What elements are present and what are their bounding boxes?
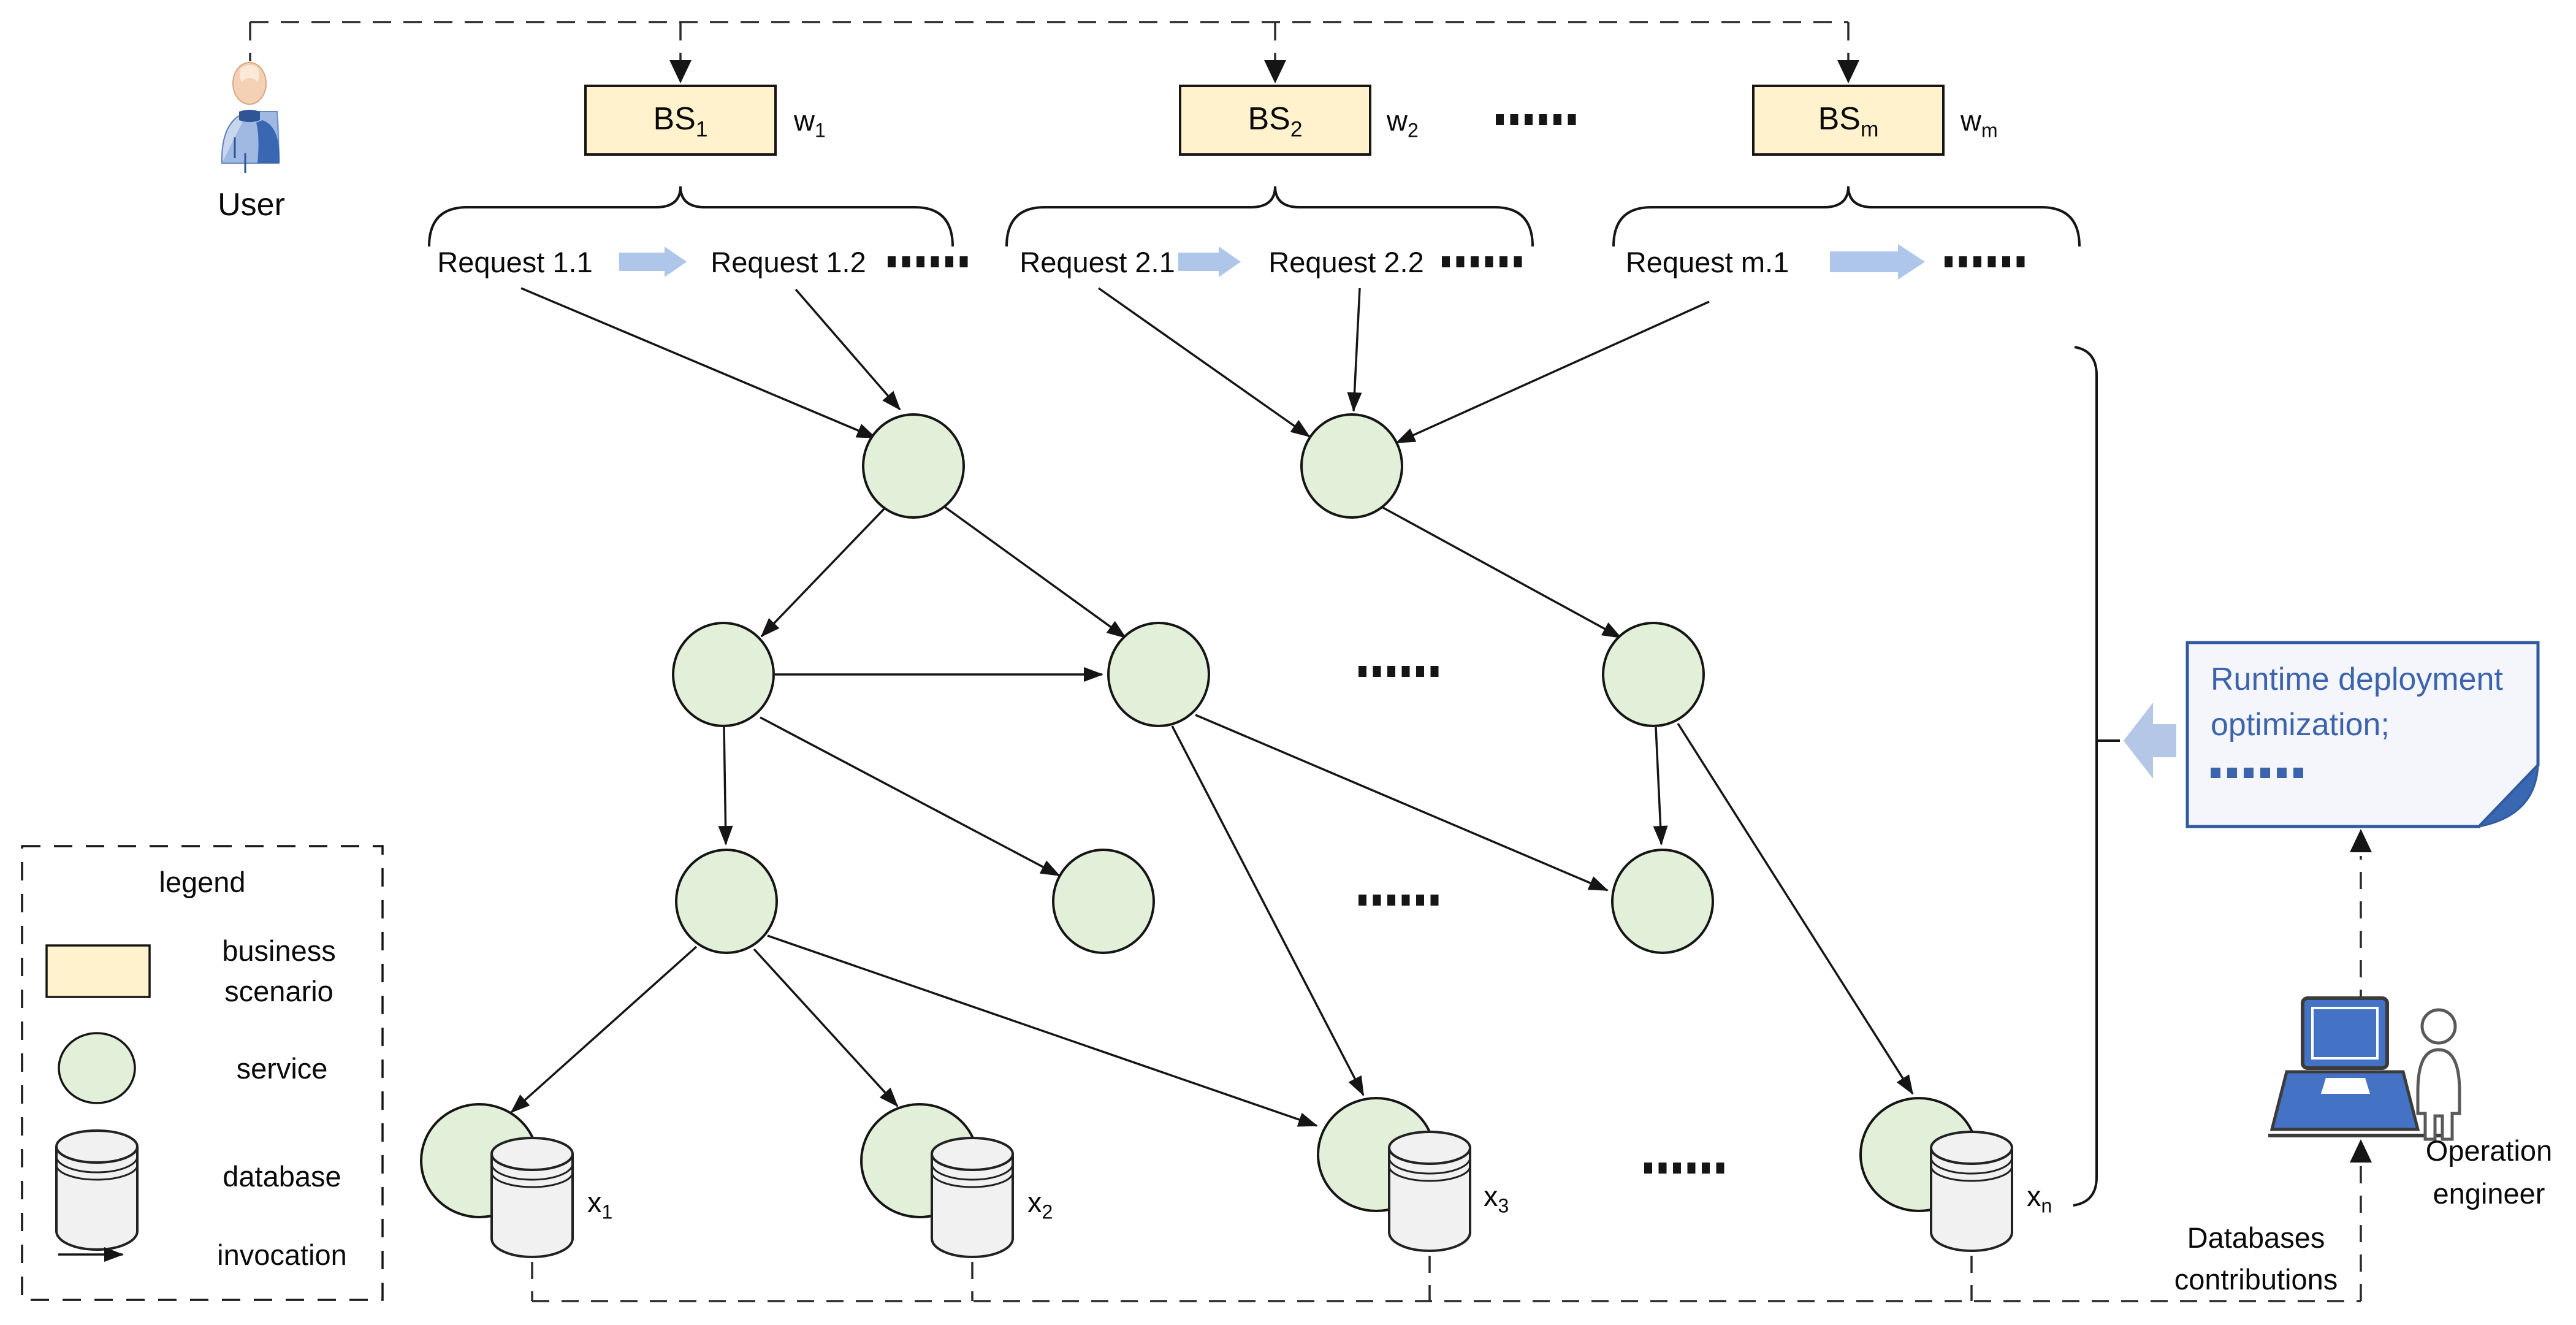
note-line2: optimization; [2211,707,2390,743]
bs1-label: BS1 [653,101,708,142]
ellipsis-dots [1496,114,1576,125]
request-2-2-label: Request 2.2 [1268,246,1424,278]
database-cylinders [490,1131,2013,1258]
runtime-note [2185,641,2540,828]
request-1-2-label: Request 1.2 [711,246,866,278]
bsm-box [1752,85,1945,156]
legend-item-invocation: invocation [217,1239,347,1271]
user-to-scenarios-dashed-lines [249,21,1850,61]
system-group-brace [2073,346,2120,1207]
ellipsis-dots [1644,1163,1724,1174]
database-icon [490,1137,574,1258]
ellipsis-dots [1358,895,1439,906]
database-contribution-dashed-lines [531,856,2362,1302]
bs1-weight-label: w1 [794,104,826,142]
legend-item-service: service [236,1052,328,1085]
service-node [1611,849,1714,954]
service-node [1300,413,1403,519]
service-node [1602,622,1705,727]
database-icon [931,1137,1014,1258]
legend-scenario-swatch [45,944,151,998]
bs1-box [584,85,777,156]
user-icon [221,62,280,173]
legend-database-swatch [55,1129,139,1251]
ellipsis-dots [1945,256,2025,267]
bsm-weight-label: wm [1961,104,1998,142]
bs2-box [1179,85,1371,156]
user-label: User [218,187,285,223]
service-node [862,413,965,519]
note-ellipsis-dots [2211,768,2303,778]
bs2-weight-label: w2 [1387,104,1419,142]
database-icon [1388,1131,1471,1252]
note-line1: Runtime deployment [2211,662,2503,697]
db-x1-label: x1 [587,1186,613,1223]
scenario-arrowheads [669,60,1859,83]
request-m-1-label: Request m.1 [1625,246,1789,278]
engineer-label-line2: engineer [2433,1177,2545,1210]
engineer-person-icon [2416,1008,2461,1141]
engineer-label-line1: Operation [2425,1134,2553,1167]
service-node [675,849,778,954]
invocation-edges [510,287,1914,1127]
legend-graphics [21,845,384,1301]
legend-service-swatch [58,1032,136,1104]
db-x2-label: x2 [1027,1186,1053,1223]
service-node [1107,622,1210,727]
ellipsis-dots [1442,256,1522,267]
request-2-1-label: Request 2.1 [1019,246,1175,278]
service-node [1052,849,1155,954]
service-node [672,622,775,727]
contribution-arrowheads [2350,829,2372,1163]
contributions-label-line2: contributions [2174,1263,2338,1296]
legend-box [21,845,384,1301]
db-xn-label: xn [2027,1180,2052,1217]
database-icon [1930,1131,2013,1252]
legend-title: legend [159,866,246,898]
business-scenario-boxes [584,85,1945,156]
optimization-block-arrow [2124,703,2176,779]
db-x3-label: x3 [1484,1180,1509,1217]
request-1-1-label: Request 1.1 [437,246,593,278]
request-sequence-arrows [619,244,1925,280]
contributions-label-line1: Databases [2187,1221,2325,1254]
ellipsis-dots [888,256,968,267]
laptop-icon [2268,996,2446,1137]
service-nodes [420,413,1978,1218]
legend-item-database: database [223,1160,341,1193]
bs2-label: BS2 [1248,101,1303,142]
ellipsis-dots [1358,666,1439,677]
bsm-label: BSm [1818,101,1879,142]
legend-item-business-scenario: business scenario [222,934,336,1007]
request-group-braces [428,186,2081,247]
